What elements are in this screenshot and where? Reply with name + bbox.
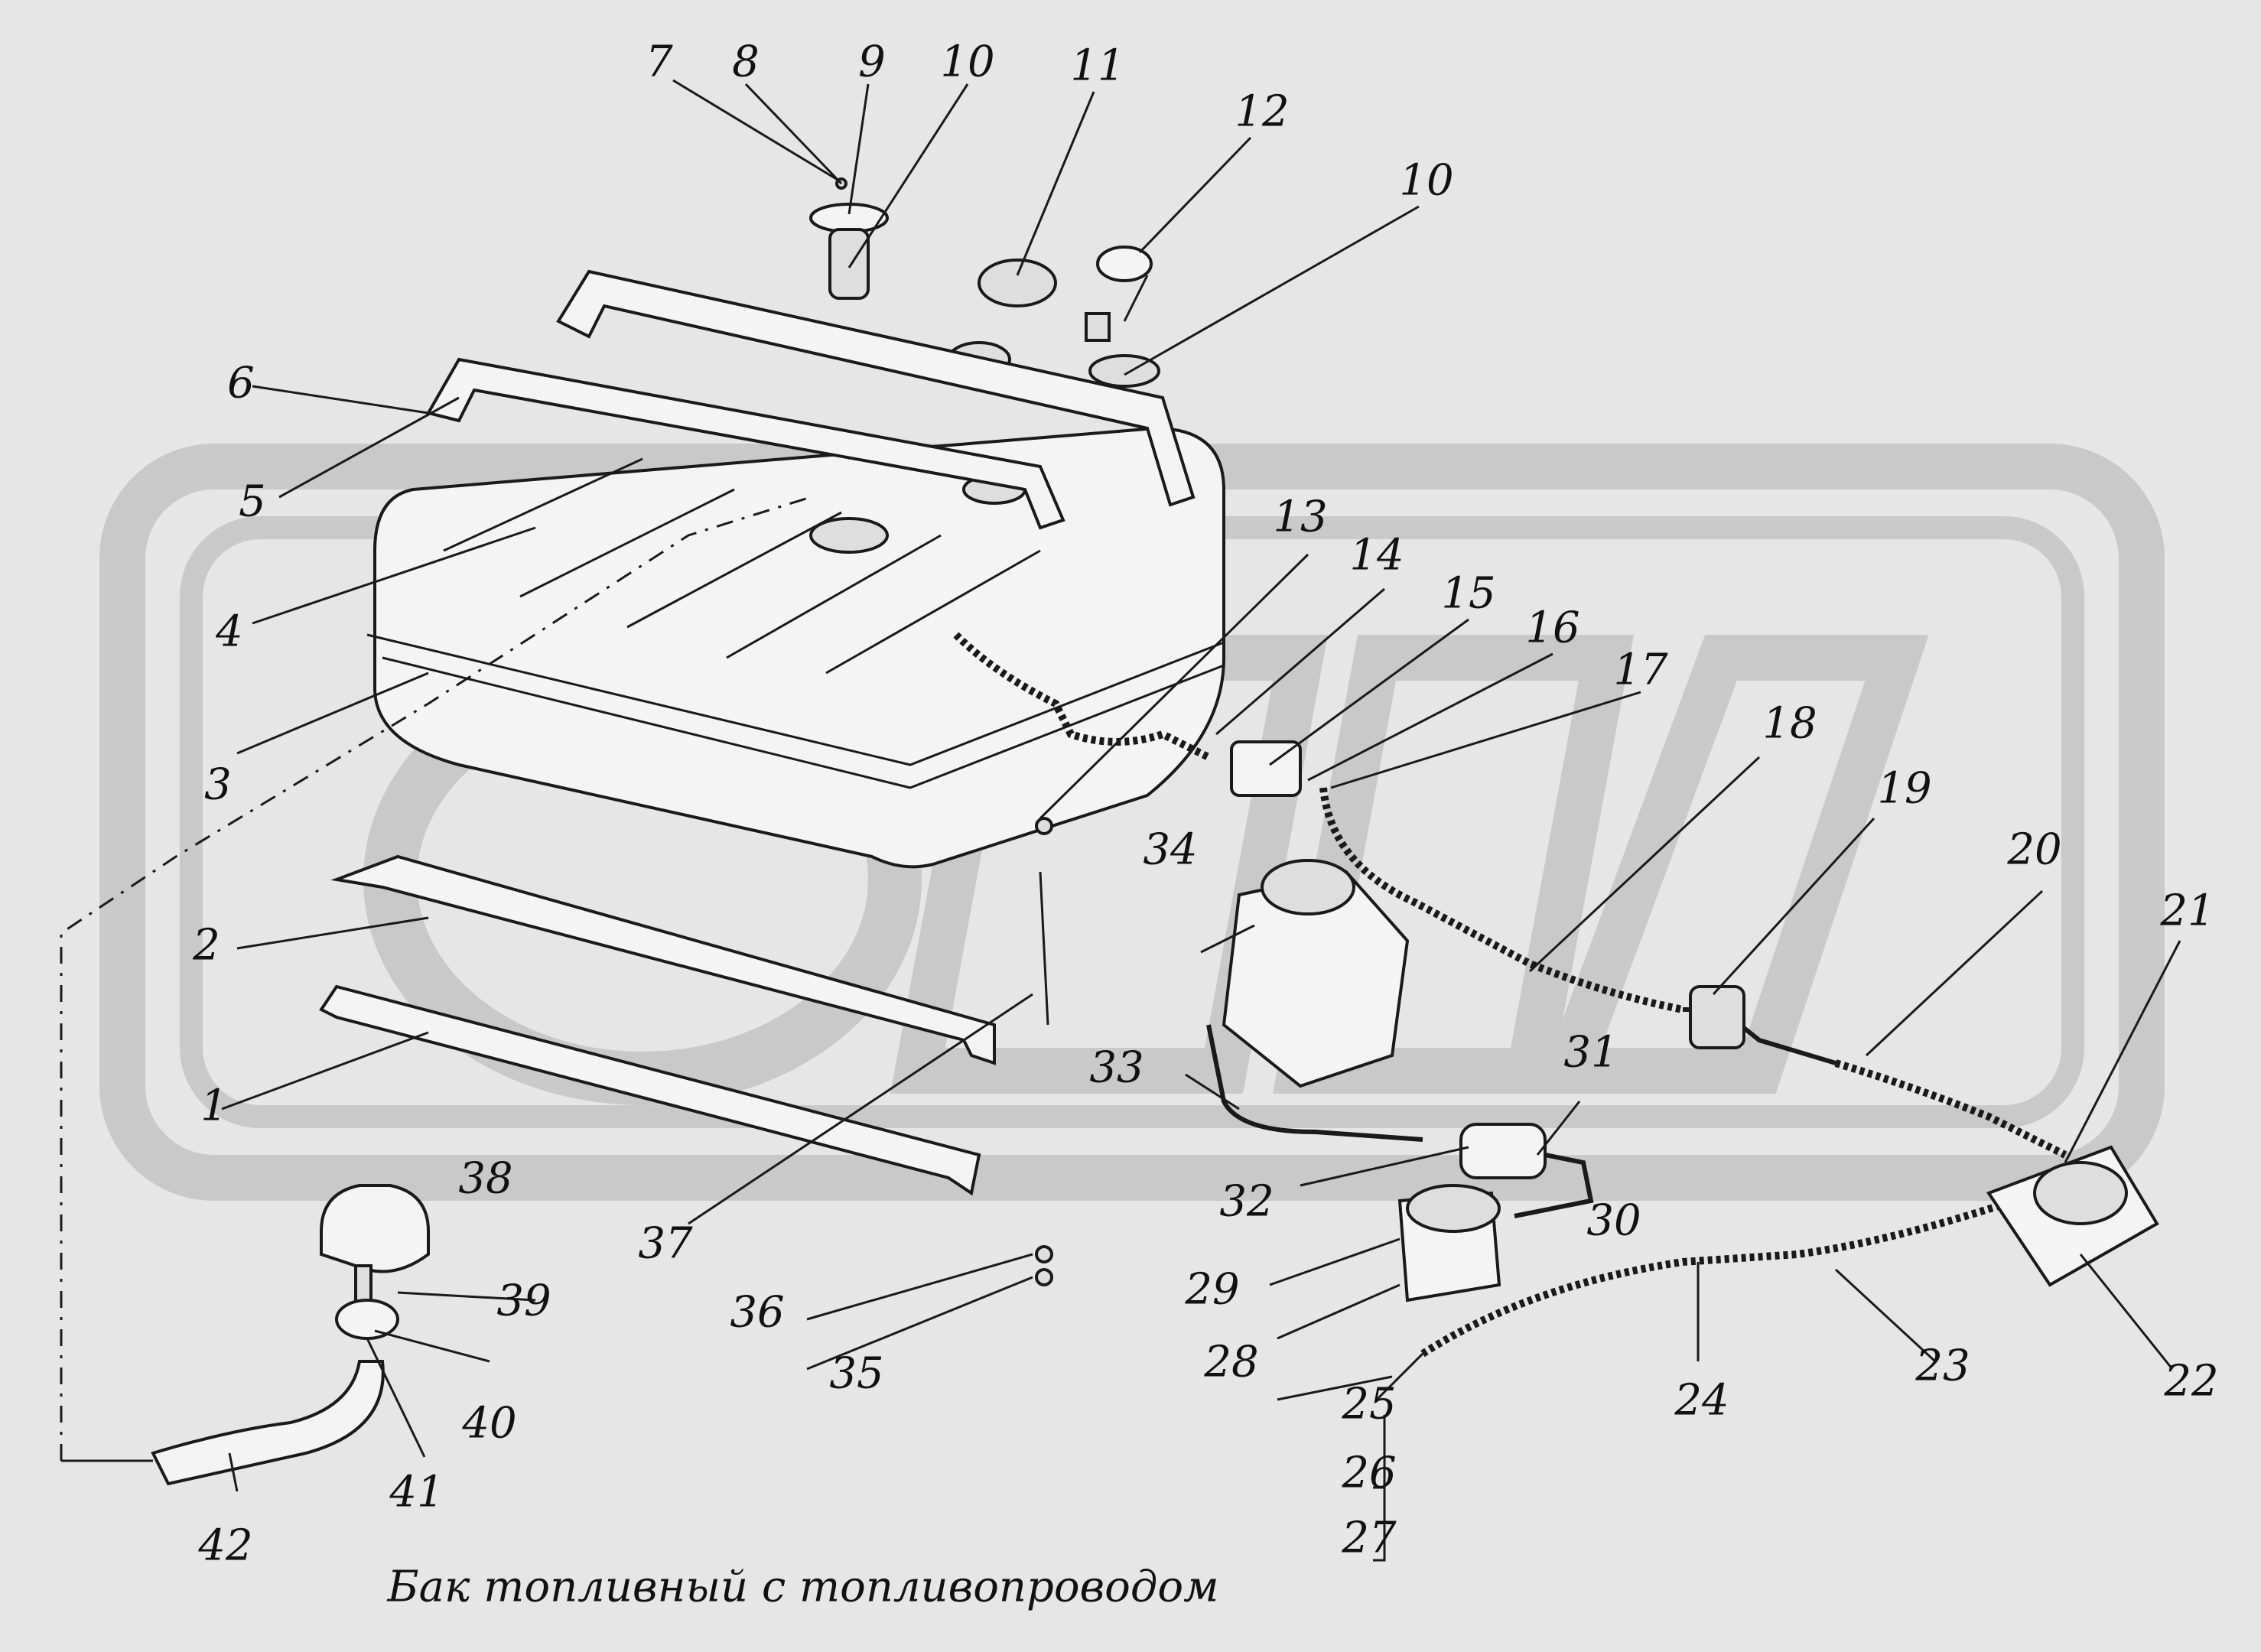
callout-5: 5 bbox=[239, 477, 266, 527]
callout-26: 26 bbox=[1341, 1449, 1396, 1498]
callout-24: 24 bbox=[1674, 1376, 1729, 1426]
callout-21: 21 bbox=[2159, 886, 2214, 936]
filler-parts bbox=[809, 177, 1160, 388]
tank-strap-upper bbox=[425, 269, 1196, 530]
callout-40: 40 bbox=[461, 1399, 516, 1449]
callout-6: 6 bbox=[227, 359, 255, 408]
callout-30: 30 bbox=[1586, 1196, 1641, 1246]
tank-strap-lower bbox=[319, 854, 996, 1196]
callout-28: 28 bbox=[1203, 1338, 1258, 1387]
callout-20: 20 bbox=[2006, 825, 2061, 875]
callout-2: 2 bbox=[192, 921, 220, 971]
callout-41: 41 bbox=[389, 1468, 444, 1517]
callout-10: 10 bbox=[1399, 156, 1453, 206]
callout-8: 8 bbox=[732, 37, 760, 87]
callout-19: 19 bbox=[1877, 764, 1931, 814]
callout-38: 38 bbox=[458, 1154, 512, 1204]
callout-13: 13 bbox=[1273, 493, 1327, 542]
diagram-caption: Бак топливный с топливопроводом bbox=[387, 1562, 1219, 1612]
callout-29: 29 bbox=[1184, 1265, 1239, 1315]
callout-15: 15 bbox=[1441, 569, 1495, 619]
leader-lines bbox=[61, 79, 2181, 1562]
callout-31: 31 bbox=[1563, 1028, 1618, 1078]
callout-23: 23 bbox=[1915, 1341, 1970, 1391]
callout-3: 3 bbox=[204, 760, 232, 810]
fuel-components bbox=[1035, 740, 2159, 1302]
callout-36: 36 bbox=[730, 1288, 784, 1338]
callout-39: 39 bbox=[496, 1276, 551, 1326]
callout-33: 33 bbox=[1089, 1043, 1144, 1093]
callout-18: 18 bbox=[1762, 699, 1817, 749]
callout-34: 34 bbox=[1143, 825, 1197, 875]
callout-16: 16 bbox=[1525, 603, 1579, 653]
callout-37: 37 bbox=[638, 1219, 693, 1269]
callout-22: 22 bbox=[2163, 1357, 2218, 1406]
callout-1: 1 bbox=[200, 1081, 228, 1131]
callout-42: 42 bbox=[197, 1521, 252, 1571]
callout-25: 25 bbox=[1341, 1380, 1396, 1429]
callout-17: 17 bbox=[1613, 646, 1668, 695]
callout-32: 32 bbox=[1219, 1177, 1274, 1227]
callout-14: 14 bbox=[1349, 531, 1404, 580]
callout-9: 9 bbox=[858, 37, 886, 87]
callout-12: 12 bbox=[1235, 87, 1289, 137]
bracket-hose-assembly bbox=[60, 496, 812, 1486]
callout-11: 11 bbox=[1070, 41, 1124, 91]
fuel-tank bbox=[366, 341, 1225, 869]
callout-7: 7 bbox=[646, 37, 673, 87]
callout-10: 10 bbox=[940, 37, 994, 87]
callout-4: 4 bbox=[215, 607, 243, 657]
callout-27: 27 bbox=[1341, 1514, 1397, 1563]
callout-35: 35 bbox=[829, 1349, 883, 1399]
